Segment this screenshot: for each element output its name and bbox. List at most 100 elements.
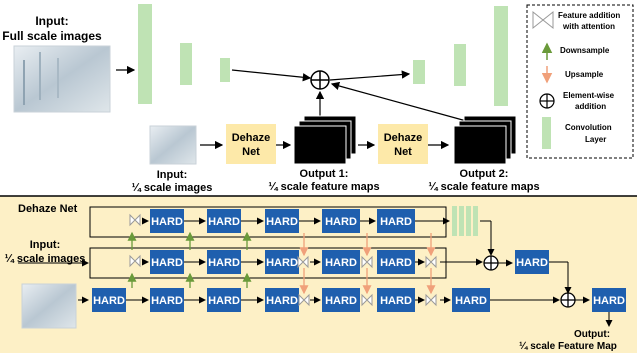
- hard-block: [150, 250, 184, 274]
- hard-label: HARD: [151, 257, 183, 269]
- arrow: [231, 69, 312, 82]
- conv-layer: [494, 6, 508, 106]
- output1-label-line1: Output 1:: [300, 168, 349, 180]
- hard-label: HARD: [380, 257, 412, 269]
- legend-elementwise-line2: addition: [575, 102, 606, 111]
- hard-block: [322, 288, 360, 312]
- hard-label: HARD: [380, 295, 412, 307]
- bottom-output-label-line2: ¼ scale Feature Map: [519, 341, 617, 352]
- legend-elementwise-line1: Element-wise: [563, 91, 615, 100]
- arrow: [329, 70, 411, 81]
- conv-layer-icon: [542, 117, 551, 149]
- output2-label-line1: Output 2:: [460, 168, 509, 180]
- hard-label: HARD: [208, 257, 240, 269]
- dehaze-net-detail-panel: [0, 196, 637, 353]
- hard-label: HARD: [516, 257, 548, 269]
- elementwise-addition-icon: [539, 93, 555, 109]
- attention-icon: [425, 293, 437, 307]
- attention-icon: [129, 254, 141, 268]
- dehaze-net-panel-title: Dehaze Net: [18, 203, 78, 215]
- hard-block: [515, 250, 549, 274]
- attention-icon: [425, 255, 437, 269]
- hard-label: HARD: [208, 216, 240, 228]
- hard-label: HARD: [325, 216, 357, 228]
- hard-label: HARD: [93, 295, 125, 307]
- bottom-input-label-line2: ¼ scale images: [5, 253, 86, 265]
- legend-downsample: Downsample: [560, 46, 610, 55]
- hard-block: [265, 250, 299, 274]
- elementwise-addition-icon: [560, 292, 576, 308]
- hard-block: [207, 209, 241, 233]
- attention-icon: [129, 213, 141, 227]
- attention-icon: [297, 255, 309, 269]
- attention-icon: [298, 293, 310, 307]
- hard-block: [377, 250, 415, 274]
- dehaze-net-label-line2: Net: [242, 146, 260, 158]
- conv-layer: [413, 60, 425, 84]
- bottom-input-label-line1: Input:: [30, 239, 61, 251]
- attention-icon: [361, 293, 373, 307]
- output1-label-line2: ¼ scale feature maps: [268, 181, 379, 193]
- hard-block: [150, 288, 184, 312]
- elementwise-addition-icon: [483, 255, 499, 271]
- hard-block: [92, 288, 126, 312]
- hard-label: HARD: [266, 216, 298, 228]
- input-quarter-label-line1: Input:: [157, 169, 188, 181]
- hard-block: [207, 288, 241, 312]
- conv-layer: [454, 44, 466, 86]
- conv-layer: [180, 43, 192, 85]
- hard-label: HARD: [380, 216, 412, 228]
- legend-conv-line1: Convolution: [565, 123, 612, 132]
- bottom-input-image: [21, 283, 77, 329]
- conv-layer: [220, 58, 230, 82]
- legend-attention-line2: with attention: [562, 22, 615, 31]
- input-full-label-line2: Full scale images: [2, 29, 102, 43]
- conv-layer: [473, 206, 478, 236]
- legend-attention-line1: Feature addition: [558, 11, 620, 20]
- hard-label: HARD: [151, 216, 183, 228]
- hard-block: [377, 209, 415, 233]
- output-1-feature-maps: [293, 125, 347, 165]
- legend-upsample: Upsample: [565, 70, 604, 79]
- row-2-outline: [89, 247, 447, 279]
- hard-label: HARD: [593, 295, 625, 307]
- arrow: [330, 81, 471, 123]
- input-quarter-scale-image: [149, 125, 197, 165]
- hard-block: [150, 209, 184, 233]
- hard-label: HARD: [455, 295, 487, 307]
- hard-block: [265, 288, 299, 312]
- hard-block: [592, 288, 626, 312]
- hard-block: [322, 250, 360, 274]
- output-2-feature-maps: [453, 125, 507, 165]
- attention-icon: [532, 10, 554, 30]
- dehaze-net-label-line1: Dehaze: [232, 132, 271, 144]
- input-quarter-label-line2: ¼ scale images: [132, 182, 213, 194]
- dehaze-net-label-line2: Net: [394, 146, 412, 158]
- hard-label: HARD: [325, 257, 357, 269]
- hard-label: HARD: [325, 295, 357, 307]
- conv-layer: [452, 206, 457, 236]
- conv-layer: [459, 206, 464, 236]
- dehaze-net-block-1: [226, 124, 276, 164]
- dehaze-net-label-line1: Dehaze: [384, 132, 423, 144]
- hard-label: HARD: [151, 295, 183, 307]
- hard-label: HARD: [266, 257, 298, 269]
- legend-conv-line2: Layer: [585, 135, 606, 144]
- hard-block: [452, 288, 490, 312]
- hard-label: HARD: [208, 295, 240, 307]
- hard-block: [377, 288, 415, 312]
- hard-block: [322, 209, 360, 233]
- hard-label: HARD: [266, 295, 298, 307]
- input-full-label-line1: Input:: [35, 14, 68, 28]
- input-full-scale-image: [13, 45, 111, 113]
- hard-block: [265, 209, 299, 233]
- dehaze-net-block-2: [378, 124, 428, 164]
- conv-layer: [466, 206, 471, 236]
- bottom-output-label-line1: Output:: [574, 329, 610, 340]
- attention-icon: [361, 255, 373, 269]
- hard-block: [207, 250, 241, 274]
- conv-layer: [138, 4, 152, 104]
- output2-label-line2: ¼ scale feature maps: [428, 181, 539, 193]
